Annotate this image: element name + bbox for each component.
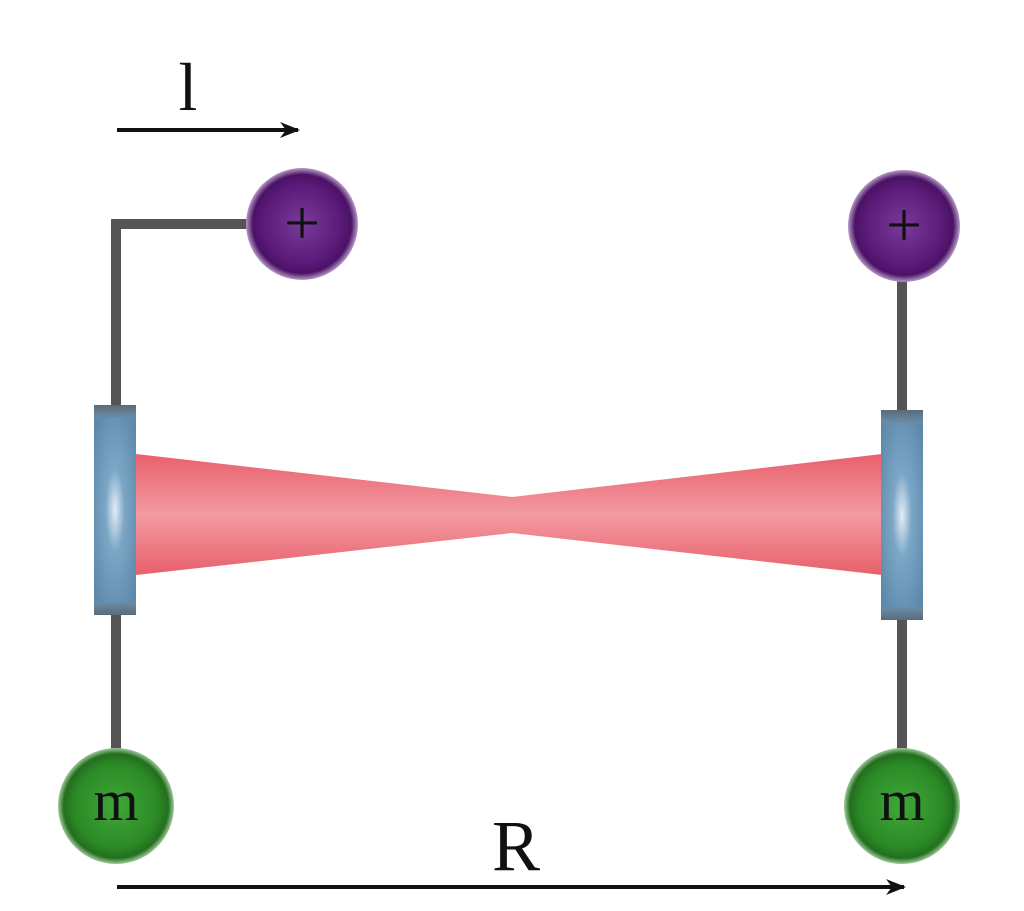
beam-right-cone xyxy=(512,454,882,575)
right-mass-label: m xyxy=(879,768,924,833)
left-charge-ball xyxy=(246,168,358,280)
right-mass-ball xyxy=(844,748,960,864)
left-mirror xyxy=(94,405,136,615)
right-charge-label: + xyxy=(886,189,922,260)
right-charge-ball xyxy=(848,170,960,282)
bottom-arrow-label: R xyxy=(492,806,540,886)
left-charge-label: + xyxy=(284,187,320,258)
laser-beam xyxy=(136,454,882,575)
left-mass-label: m xyxy=(93,768,138,833)
top-arrow-label: l xyxy=(179,49,198,125)
left-upper-rod xyxy=(111,219,252,408)
beam-left-cone xyxy=(136,454,512,575)
left-mass-ball xyxy=(58,748,174,864)
right-mirror xyxy=(881,410,923,620)
